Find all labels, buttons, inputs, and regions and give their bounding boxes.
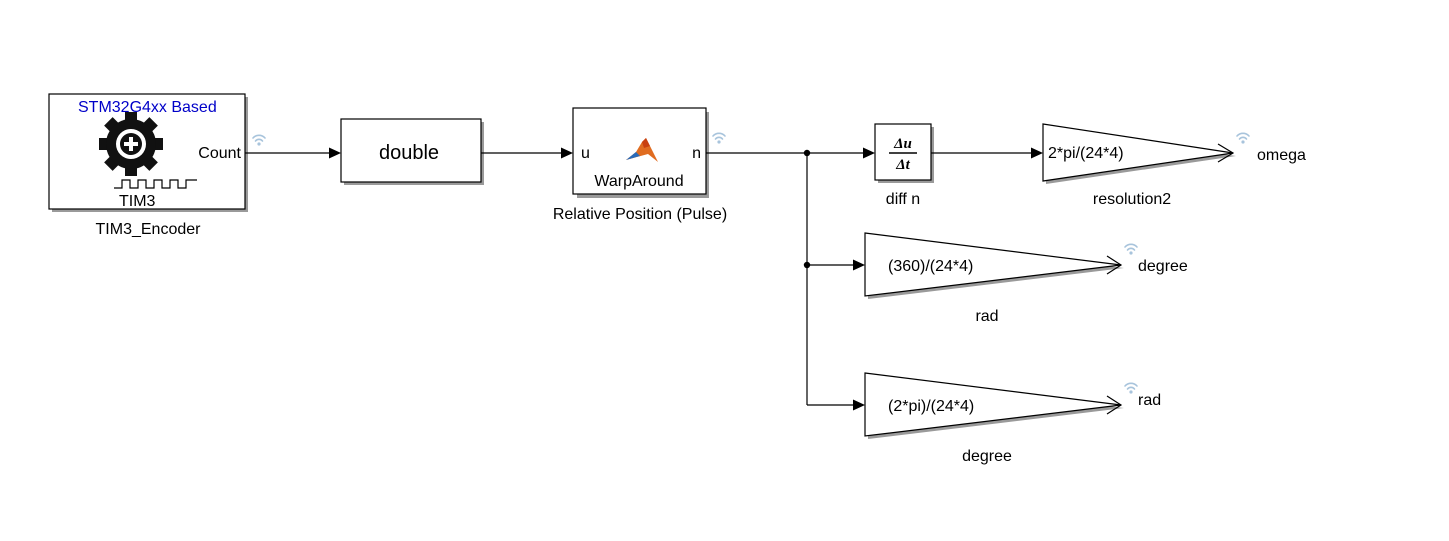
gain-rad-expression: (2*pi)/(24*4) xyxy=(888,398,974,415)
signal-log-icon xyxy=(1236,132,1250,145)
diff-denominator: Δt xyxy=(895,157,910,173)
encoder-block[interactable]: STM32G4xx Based TIM3 Count xyxy=(48,93,248,212)
diff-numerator: Δu xyxy=(893,136,912,152)
matlab-function-block[interactable]: u n WarpAround xyxy=(572,107,709,198)
fcn-input-port: u xyxy=(581,145,590,162)
signal-label-rad: rad xyxy=(1138,392,1161,409)
encoder-count-port: Count xyxy=(198,145,241,162)
signal-log-icon xyxy=(252,134,266,147)
gear-icon xyxy=(99,112,163,176)
fcn-output-port: n xyxy=(692,145,701,162)
signal-label-degree: degree xyxy=(1138,258,1188,275)
gain-block-degree[interactable]: (360)/(24*4) xyxy=(864,232,1124,299)
arrow-head xyxy=(853,399,865,411)
encoder-header-label: STM32G4xx Based xyxy=(78,99,217,116)
convert-block[interactable]: double xyxy=(340,118,484,185)
branch-point xyxy=(803,261,811,269)
output-arrow xyxy=(1106,255,1123,275)
arrow-head xyxy=(863,147,875,159)
signal-log-icon xyxy=(712,132,726,145)
pulse-train-icon xyxy=(114,179,197,189)
convert-block-label: double xyxy=(379,142,439,164)
gain-omega-expression: 2*pi/(24*4) xyxy=(1048,145,1124,162)
signal-label-omega: omega xyxy=(1257,147,1306,164)
gain-degree-block-name: rad xyxy=(975,308,998,325)
matlab-logo-icon xyxy=(626,138,658,162)
gain-block-rad[interactable]: (2*pi)/(24*4) xyxy=(864,372,1124,439)
output-arrow xyxy=(1106,395,1123,415)
gain-block-omega[interactable]: 2*pi/(24*4) xyxy=(1042,123,1236,184)
arrow-head xyxy=(1031,147,1043,159)
branch-point xyxy=(803,149,811,157)
gain-rad-block-name: degree xyxy=(962,448,1012,465)
signal-log-icon xyxy=(1124,382,1138,395)
gain-omega-block-name: resolution2 xyxy=(1093,191,1171,208)
difference-block[interactable]: Δu Δt xyxy=(874,123,934,183)
gain-degree-expression: (360)/(24*4) xyxy=(888,258,973,275)
encoder-inner-label: TIM3 xyxy=(119,193,156,210)
wire-fcn-output[interactable] xyxy=(706,152,865,406)
signal-log-icon xyxy=(1124,243,1138,256)
encoder-block-name: TIM3_Encoder xyxy=(96,221,202,238)
fcn-block-name: Relative Position (Pulse) xyxy=(553,206,727,223)
arrow-head xyxy=(329,147,341,159)
output-arrow xyxy=(1217,143,1235,163)
arrow-head xyxy=(853,259,865,271)
fcn-inner-label: WarpAround xyxy=(594,173,683,190)
arrow-head xyxy=(561,147,573,159)
diff-block-name: diff n xyxy=(886,191,920,208)
